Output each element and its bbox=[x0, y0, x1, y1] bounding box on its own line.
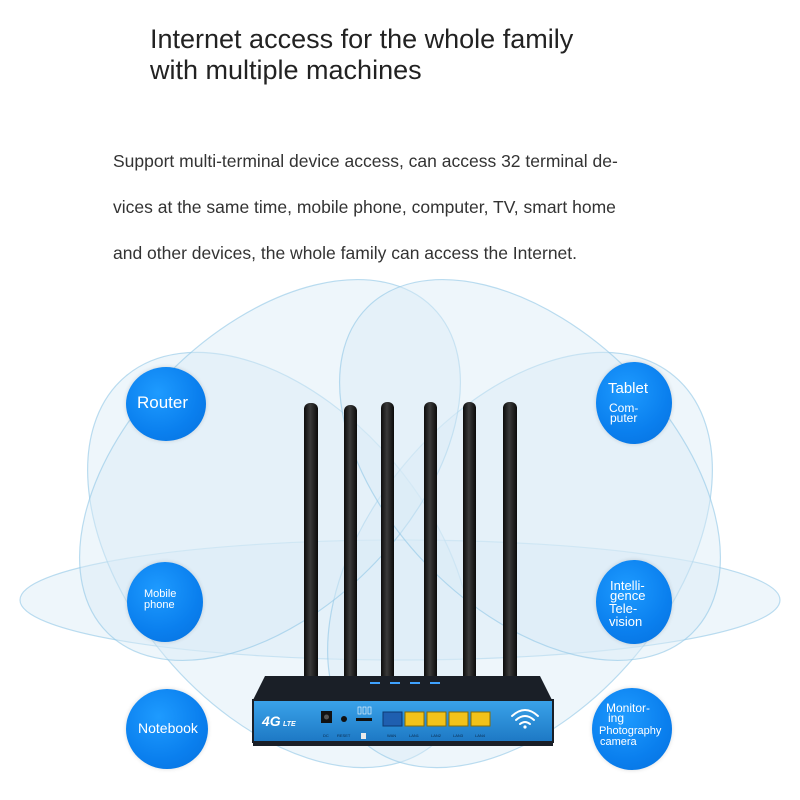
reset-label: RESET bbox=[337, 733, 351, 738]
page-title: Internet access for the whole family wit… bbox=[150, 24, 573, 86]
device-monitoring-label-4: camera bbox=[600, 736, 637, 748]
device-intelligence-label-1: Intelli- bbox=[610, 578, 645, 593]
antenna-icon bbox=[304, 403, 318, 703]
antenna-icon bbox=[503, 402, 517, 702]
router-top bbox=[253, 676, 552, 700]
antenna-icon bbox=[381, 402, 394, 702]
device-intelligence-label-4: vision bbox=[609, 614, 643, 629]
device-monitoring-label-2: ing bbox=[608, 711, 625, 725]
lan3-label: LAN3 bbox=[453, 733, 464, 738]
lan1-label: LAN1 bbox=[409, 733, 420, 738]
title-line-1: Internet access for the whole family bbox=[150, 24, 574, 54]
dc-label: DC bbox=[323, 733, 329, 738]
lan-port-3 bbox=[448, 711, 469, 727]
description-line-3: and other devices, the whole family can … bbox=[113, 243, 578, 263]
sim-slot bbox=[356, 718, 372, 721]
device-tablet-computer: Tablet Com- puter bbox=[596, 362, 672, 444]
lan-port-1 bbox=[404, 711, 425, 727]
lan-port-2 bbox=[426, 711, 447, 727]
reset-button bbox=[341, 716, 347, 722]
antennas bbox=[304, 402, 517, 705]
device-intelligence-label-2: gence bbox=[610, 588, 646, 603]
router-logo-sub: LTE bbox=[283, 721, 296, 728]
device-tablet-label: Tablet bbox=[608, 380, 649, 397]
lan-port-4 bbox=[470, 711, 491, 727]
wifi-icon bbox=[511, 709, 539, 729]
router-body bbox=[252, 699, 554, 743]
device-monitoring-label-1: Monitor- bbox=[606, 701, 651, 715]
device-intelligence-label-3: Tele- bbox=[609, 601, 638, 616]
device-monitoring-camera: Monitor- ing Photography camera bbox=[592, 688, 672, 770]
device-monitoring-label-3: Photography bbox=[599, 725, 662, 737]
device-intelligence-television: Intelli- gence Tele- vision bbox=[596, 560, 672, 644]
device-mobile-phone: Mobile phone bbox=[127, 562, 203, 642]
device-computer-label-1: Com- bbox=[609, 401, 639, 415]
antenna-icon bbox=[424, 402, 437, 702]
router-logo: 4G bbox=[261, 713, 281, 729]
description-line-2: vices at the same time, mobile phone, co… bbox=[113, 197, 616, 217]
title-line-2: with multiple machines bbox=[150, 55, 422, 85]
device-router-label: Router bbox=[137, 393, 189, 412]
wan-label: WAN bbox=[387, 733, 396, 738]
device-notebook: Notebook bbox=[126, 689, 208, 769]
antenna-icon bbox=[463, 402, 476, 702]
description: Support multi-terminal device access, ca… bbox=[113, 138, 683, 276]
description-line-1: Support multi-terminal device access, ca… bbox=[113, 151, 618, 171]
lan2-label: LAN2 bbox=[431, 733, 442, 738]
lan4-label: LAN4 bbox=[475, 733, 486, 738]
device-mobile-label-1: Mobile bbox=[144, 588, 177, 600]
device-mobile-label-2: phone bbox=[144, 599, 175, 611]
router-base bbox=[253, 742, 553, 746]
device-notebook-label: Notebook bbox=[138, 720, 198, 736]
router-top-lights bbox=[370, 682, 440, 684]
device-router: Router bbox=[126, 367, 206, 441]
device-computer-label-2: puter bbox=[610, 411, 638, 425]
antenna-icon bbox=[344, 405, 357, 705]
wan-port bbox=[382, 711, 403, 727]
